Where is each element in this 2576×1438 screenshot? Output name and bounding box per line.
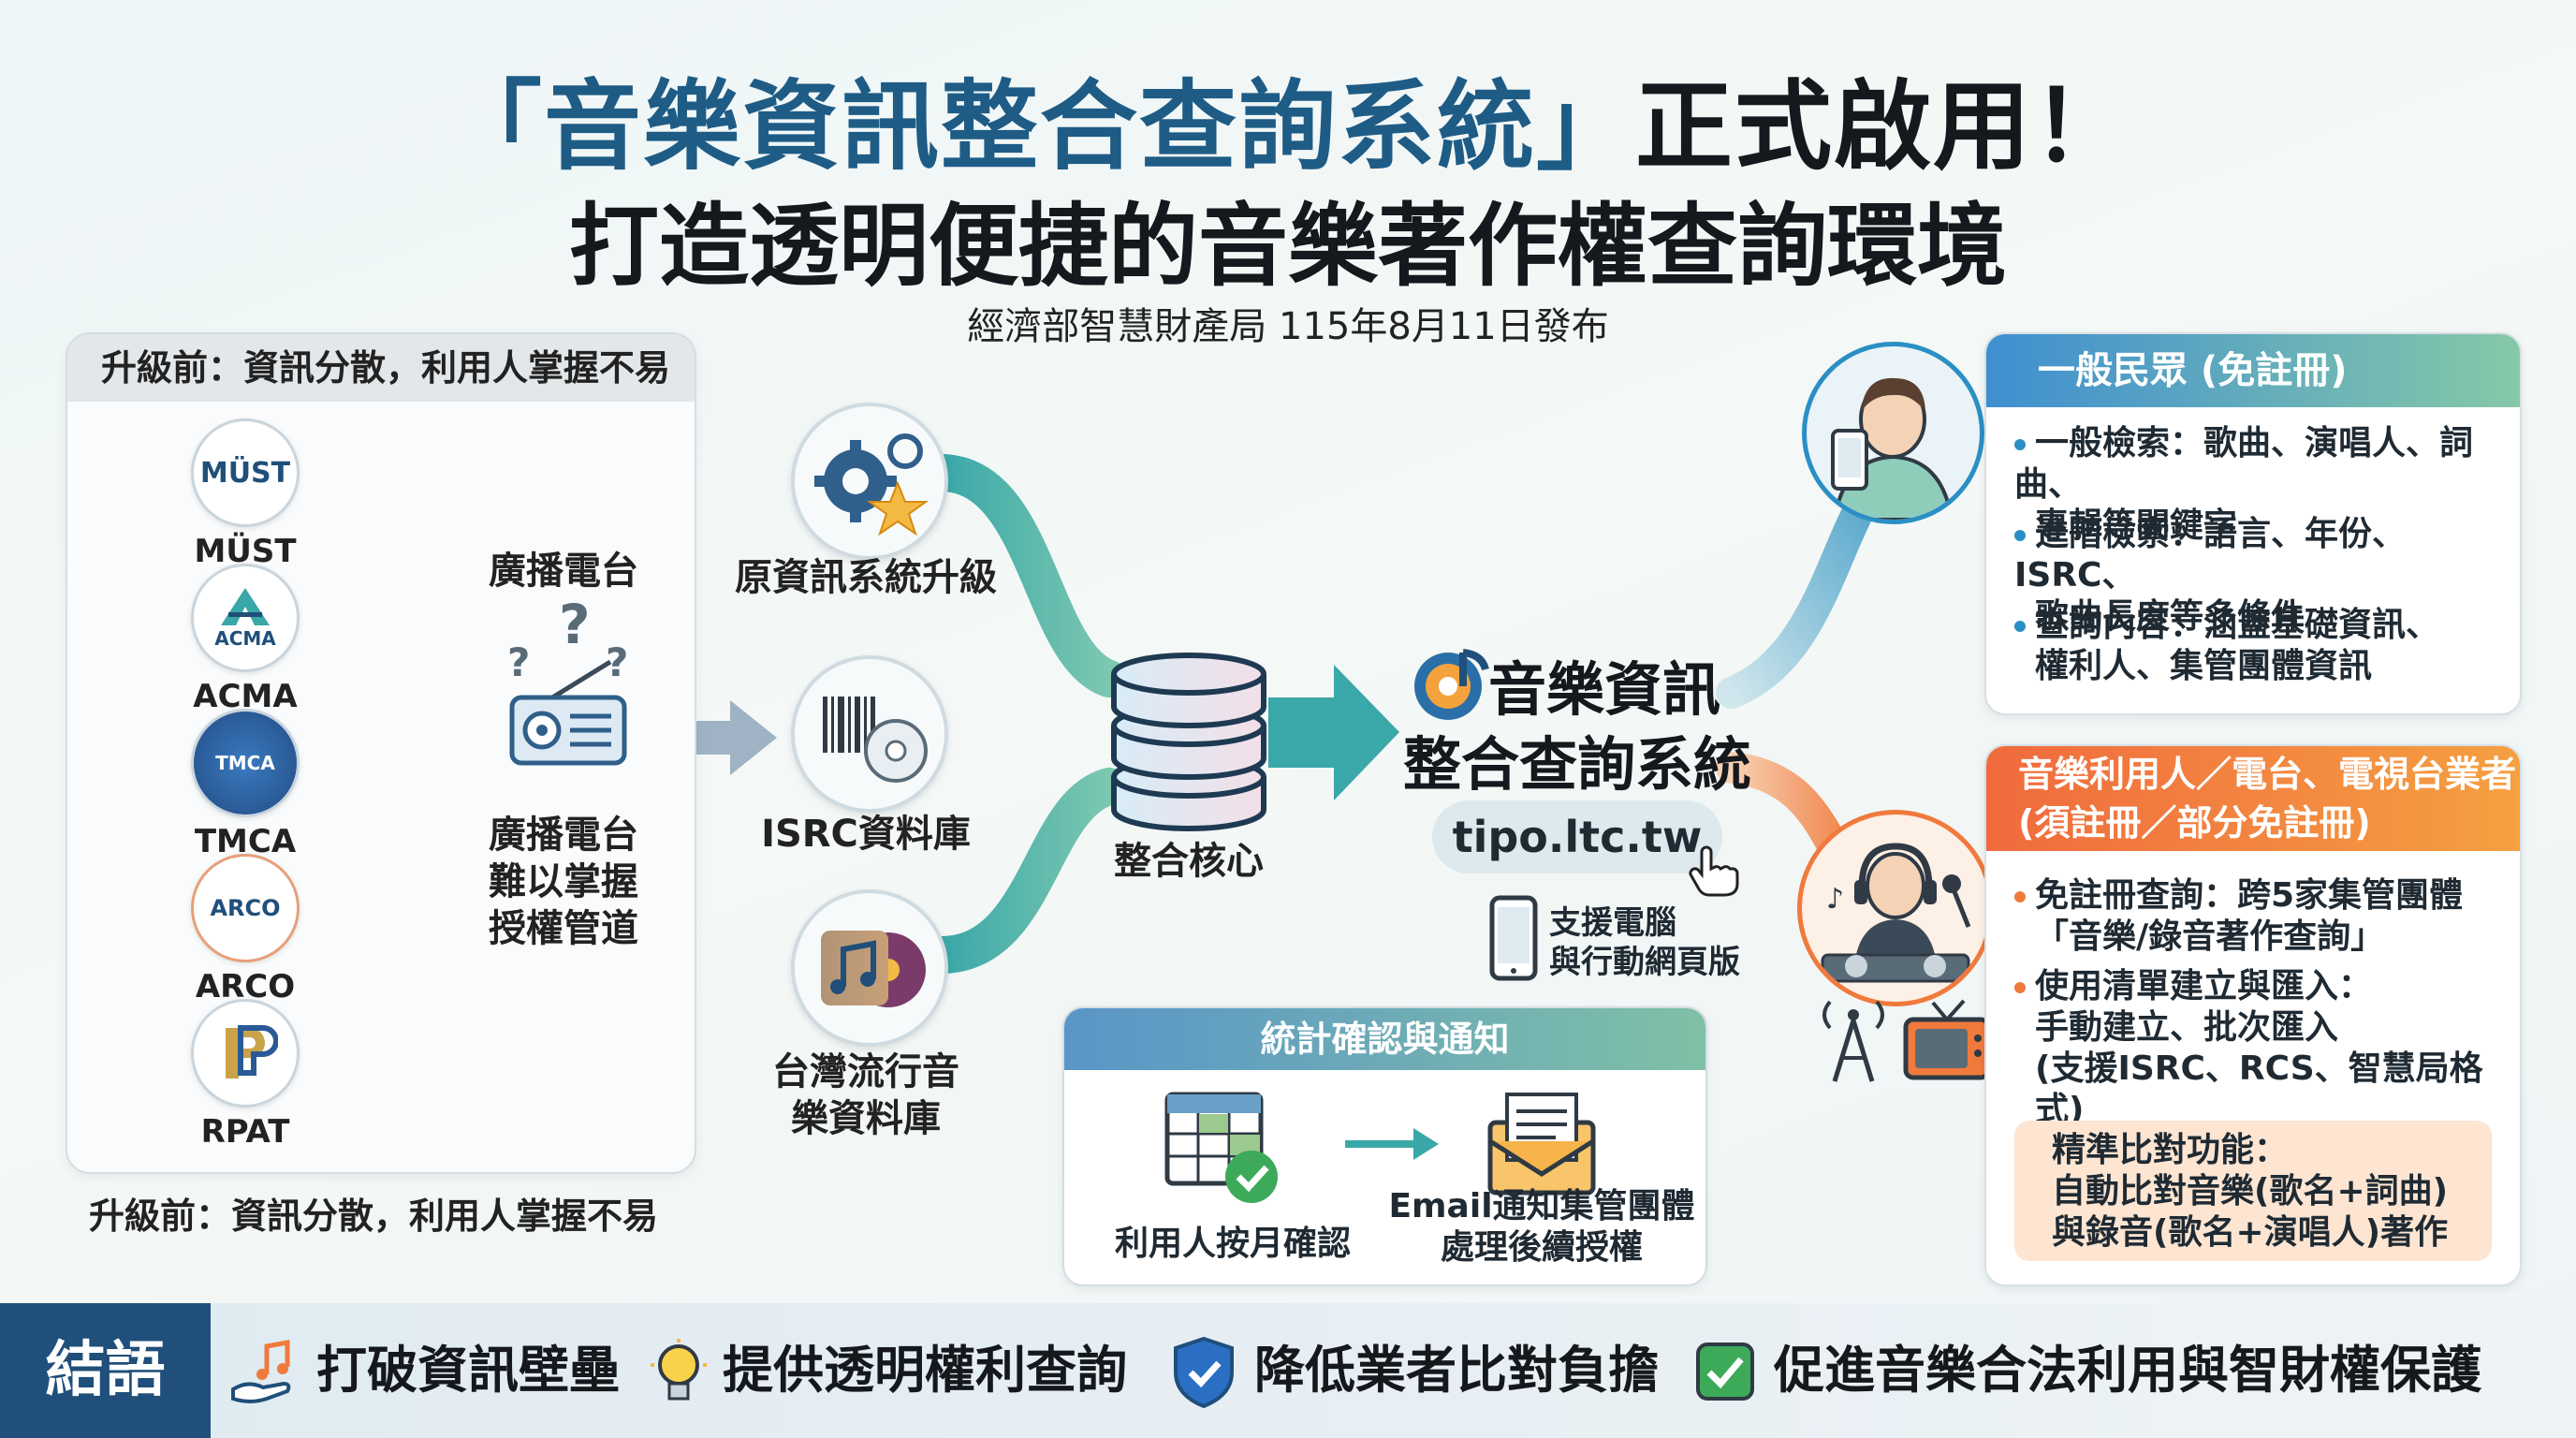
acma-a-icon: [221, 588, 270, 625]
conclusion-label: 結語: [0, 1303, 211, 1438]
mobile-phone-icon: [1489, 895, 1538, 981]
org-rpat: RPAT: [166, 999, 325, 1151]
business-bullet-1: 免註冊查詢：跨5家集管團體 「音樂/錄音著作查詢」: [2014, 875, 2463, 958]
radio-tower-icon: [1822, 1000, 1884, 1082]
public-bullet-2: 進階檢索：語言、年份、ISRC、 歌曲長度等多條件: [2014, 515, 2407, 636]
public-card-heading: 一般民眾 (免註冊): [1986, 334, 2520, 407]
hand-music-icon: [231, 1340, 291, 1403]
email-notify-label: Email通知集管團體 處理後續授權: [1388, 1187, 1695, 1267]
before-upgrade-caption: 升級前：資訊分散，利用人掌握不易: [89, 1196, 659, 1237]
source-legacy-system: [791, 403, 948, 560]
core-label: 整合核心: [1114, 840, 1264, 883]
barcode-disc-icon: [823, 697, 928, 783]
org-must: MÜST MÜST: [166, 418, 325, 570]
dj-broadcaster-icon: ♪: [1821, 843, 1971, 983]
arrow-to-system: [1268, 665, 1399, 800]
svg-text:♪: ♪: [1826, 883, 1844, 916]
source-isrc-label: ISRC資料庫: [761, 813, 971, 856]
system-name-line1: 音樂資訊: [1488, 655, 1721, 724]
gear-star-icon: [814, 433, 929, 536]
source-taiwan-pop-label: 台灣流行音 樂資料庫: [772, 1050, 959, 1140]
bullet-dot-icon: [2014, 439, 2026, 450]
rpat-logo-icon: [191, 999, 300, 1108]
precise-match-box: 精準比對功能： 自動比對音樂(歌名+詞曲) 與錄音(歌名+演唱人)著作: [2014, 1121, 2492, 1261]
confused-radio-icon: ? ? ?: [507, 596, 628, 766]
org-acma: ACMA ACMA: [166, 564, 325, 715]
rpat-p-icon: [226, 1025, 278, 1078]
database-core-icon: [1111, 653, 1266, 831]
source-isrc: [791, 655, 948, 813]
platform-support: 支援電腦 與行動網頁版: [1549, 904, 1740, 981]
conclusion-item-1: 打破資訊壁壘: [316, 1341, 620, 1400]
business-user-card: 音樂利用人／電台、電視台業者 (須註冊／部分免註冊) 免註冊查詢：跨5家集管團體…: [1984, 744, 2522, 1286]
conclusion-item-2: 提供透明權利查詢: [723, 1341, 1127, 1400]
system-logo-icon: [1414, 649, 1489, 720]
page-title-line2: 打造透明便捷的音樂著作權查詢環境: [569, 194, 2007, 299]
must-logo-icon: MÜST: [191, 418, 300, 527]
email-envelope-icon: [1487, 1093, 1596, 1196]
source-legacy-label: 原資訊系統升級: [735, 556, 997, 599]
broadcaster-caption: 廣播電台 難以掌握 授權管道: [489, 814, 638, 950]
bullet-dot-icon: [2014, 621, 2026, 632]
arco-logo-icon: ARCO: [191, 854, 300, 962]
org-arco: ARCO ARCO: [166, 854, 325, 1005]
public-user-avatar: [1802, 342, 1984, 524]
person-phone-icon: [1831, 377, 1954, 520]
publish-info: 經濟部智慧財產局 115年8月11日發布: [967, 305, 1609, 348]
bullet-dot-icon: [2014, 982, 2026, 993]
page-title: 「音樂資訊整合查詢系統」正式啟用！: [444, 69, 2132, 183]
spreadsheet-check-icon: [1164, 1092, 1278, 1203]
public-user-card: 一般民眾 (免註冊) 一般檢索：歌曲、演唱人、詞曲、 專輯等關鍵字 進階檢索：語…: [1984, 332, 2522, 715]
before-upgrade-panel: 升級前：資訊分散，利用人掌握不易 MÜST MÜST ACMA ACMA TMC…: [66, 332, 696, 1174]
acma-logo-icon: ACMA: [191, 564, 300, 672]
television-icon: [1903, 999, 1991, 1080]
arrow-right-icon: [1345, 1128, 1439, 1160]
stats-heading: 統計確認與通知: [1064, 1008, 1705, 1070]
monthly-confirm-label: 利用人按月確認: [1114, 1225, 1351, 1263]
business-user-avatar: ♪: [1797, 810, 1994, 1006]
before-upgrade-heading: 升級前：資訊分散，利用人掌握不易: [67, 334, 695, 402]
svg-text:?: ?: [507, 639, 530, 685]
bullet-dot-icon: [2014, 530, 2026, 541]
org-tmca: TMCA TMCA: [166, 709, 325, 860]
business-bullet-2: 使用清單建立與匯入： 手動建立、批次匯入 (支援ISRC、RCS、智慧局格式): [2014, 966, 2520, 1131]
source-taiwan-pop: [791, 889, 948, 1047]
shield-check-icon: [1174, 1336, 1234, 1409]
public-bullet-1: 一般檢索：歌曲、演唱人、詞曲、 專輯等關鍵字: [2014, 424, 2474, 545]
system-url-link[interactable]: tipo.ltc.tw: [1432, 800, 1722, 873]
public-bullet-3: 查詢內容：涵蓋基礎資訊、 權利人、集管團體資訊: [2014, 605, 2439, 687]
conclusion-bar: 結語 打破資訊壁壘 提供透明權利查詢 降低業者比對負擔 促進音樂合法利用與智財權…: [0, 1303, 2576, 1438]
tmca-logo-icon: TMCA: [191, 709, 300, 817]
broadcaster-title: 廣播電台: [489, 550, 638, 593]
arrow-to-sources: [646, 700, 777, 775]
music-note-record-icon: [821, 931, 926, 1007]
lightbulb-icon: [651, 1339, 707, 1401]
conclusion-item-3: 降低業者比對負擔: [1254, 1341, 1659, 1400]
business-card-heading: 音樂利用人／電台、電視台業者 (須註冊／部分免註冊): [1986, 746, 2520, 851]
hand-cursor-icon: [1689, 845, 1739, 897]
svg-text:?: ?: [559, 596, 591, 656]
checkbox-check-icon: [1696, 1343, 1754, 1401]
stats-notify-panel: 統計確認與通知 利用人按月確認 Email通知集管團體 處理後續授權: [1062, 1006, 1707, 1286]
system-name-line2: 整合查詢系統: [1402, 730, 1751, 799]
conclusion-item-4: 促進音樂合法利用與智財權保護: [1774, 1341, 2481, 1400]
bullet-dot-icon: [2014, 891, 2026, 902]
